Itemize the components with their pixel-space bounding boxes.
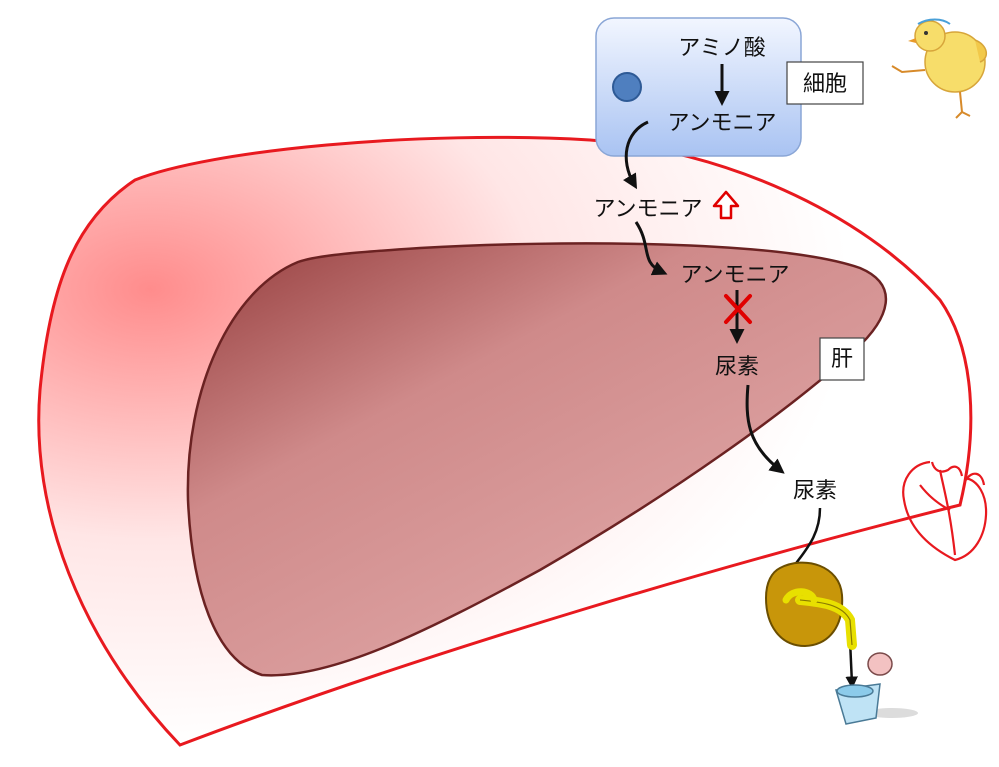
urea-blood-label: 尿素 — [793, 479, 837, 504]
cell-label-box — [786, 61, 864, 105]
nucleus-icon — [612, 72, 642, 102]
arrow-blood-to-liver — [634, 221, 668, 276]
urea-liver-label: 尿素 — [715, 355, 759, 380]
chick-icon — [891, 18, 987, 119]
heart-icon — [902, 460, 988, 562]
ammonia-liver-label: アンモニア — [680, 263, 789, 288]
cross-icon — [724, 294, 752, 324]
cell-label: 細胞 — [803, 72, 847, 97]
arrow-cell-to-blood — [622, 120, 649, 190]
up-arrow-icon — [712, 190, 740, 220]
ammonia-cell-label: アンモニア — [667, 111, 776, 136]
amino-acid-label: アミノ酸 — [678, 36, 766, 61]
liver-label-box — [819, 337, 865, 381]
kidney-icon — [764, 561, 857, 650]
liver-label: 肝 — [831, 347, 853, 372]
liver-organ — [186, 242, 888, 677]
ammonia-blood-label: アンモニア — [593, 197, 702, 222]
toilet-icon — [835, 652, 918, 725]
arrow-liver-to-blood — [745, 384, 785, 474]
